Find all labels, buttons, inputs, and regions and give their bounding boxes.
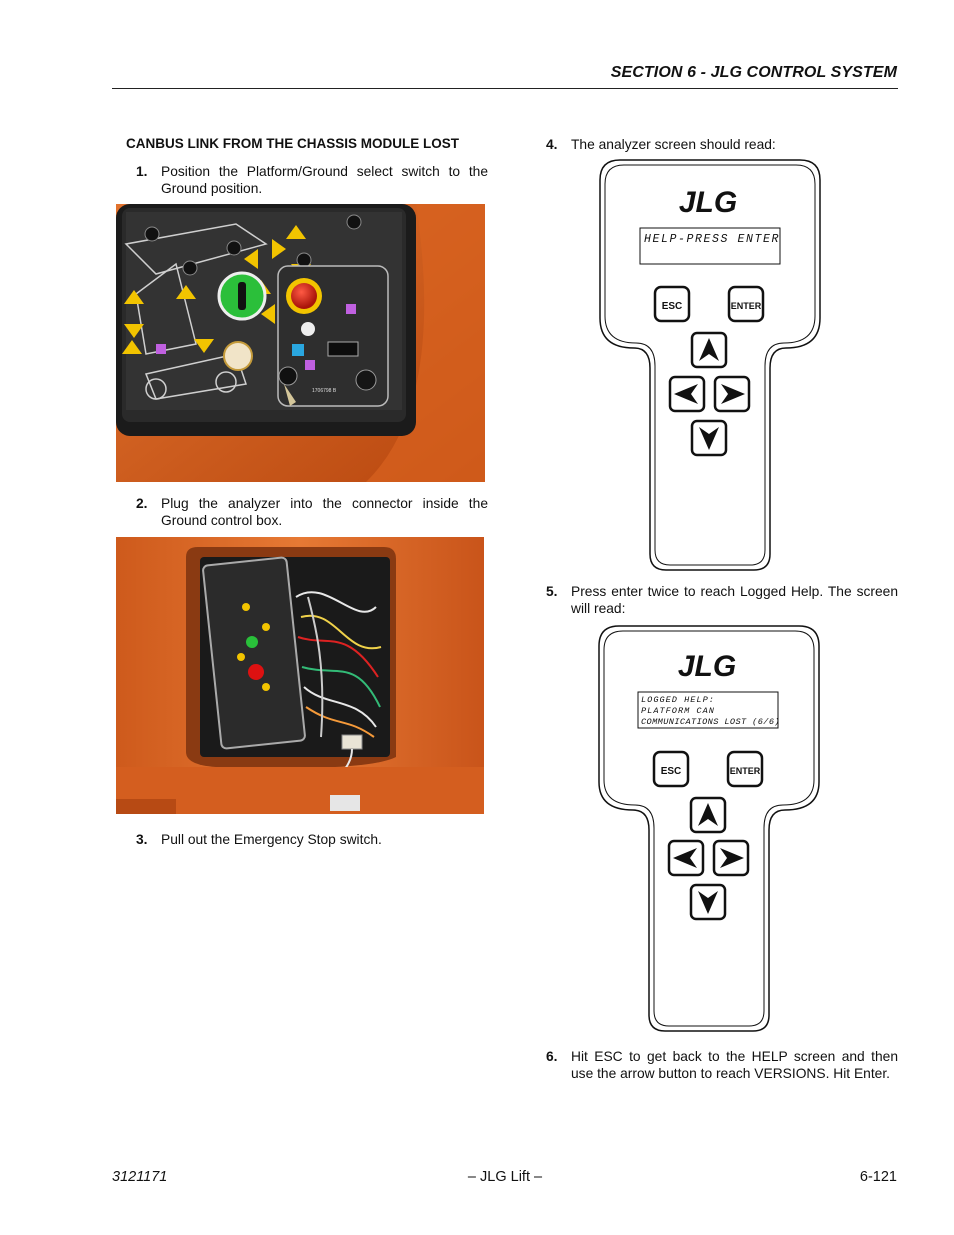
panel-part-label: 1706798 B: [312, 388, 337, 394]
arrow-down-button[interactable]: [689, 883, 727, 921]
analyzer-device-2: JLG LOGGED HELP: PLATFORM CAN COMMUNICAT…: [597, 624, 821, 1033]
arrow-right-button[interactable]: [713, 375, 751, 413]
step-text: Press enter twice to reach Logged Help. …: [571, 584, 898, 616]
analyzer-screen-line: HELP-PRESS ENTER: [644, 233, 780, 246]
step-number: 6.: [546, 1049, 558, 1064]
esc-button[interactable]: ESC: [652, 750, 690, 788]
page-number: 6-121: [859, 1169, 897, 1185]
arrow-right-icon: [720, 848, 744, 868]
analyzer-outline: JLG LOGGED HELP: PLATFORM CAN COMMUNICAT…: [598, 625, 820, 1032]
step-number: 5.: [546, 584, 558, 599]
arrow-down-icon: [698, 891, 718, 914]
arrow-left-icon: [674, 384, 698, 404]
arrow-right-button[interactable]: [712, 839, 750, 877]
analyzer-device-1: JLG HELP-PRESS ENTER ESC ENTER: [598, 158, 822, 572]
step-number: 2.: [136, 496, 148, 511]
enter-label: ENTER: [731, 301, 762, 311]
step-number: 3.: [136, 832, 148, 847]
enter-button[interactable]: ENTER: [726, 750, 764, 788]
arrow-down-icon: [699, 427, 719, 450]
arrow-down-button[interactable]: [690, 419, 728, 457]
analyzer-outline: JLG HELP-PRESS ENTER ESC ENTER: [599, 159, 821, 571]
esc-label: ESC: [662, 301, 683, 312]
arrow-right-icon: [721, 384, 745, 404]
step-text: The analyzer screen should read:: [571, 137, 776, 152]
panel-illustration: 1706798 B: [116, 204, 485, 482]
arrow-up-icon: [699, 338, 719, 361]
analyzer-screen-line: PLATFORM CAN: [641, 706, 715, 716]
subheading: CANBUS LINK FROM THE CHASSIS MODULE LOST: [126, 136, 459, 151]
esc-label: ESC: [661, 766, 682, 777]
enter-label: ENTER: [730, 766, 761, 776]
arrow-left-icon: [673, 848, 697, 868]
step-text: Pull out the Emergency Stop switch.: [161, 832, 382, 847]
arrow-left-button[interactable]: [667, 839, 705, 877]
section-title: SECTION 6 - JLG CONTROL SYSTEM: [610, 64, 897, 81]
step-number: 1.: [136, 164, 148, 179]
control-box-illustration: [116, 537, 484, 814]
analyzer-screen-line: LOGGED HELP:: [641, 695, 715, 705]
step-number: 4.: [546, 137, 558, 152]
arrow-up-button[interactable]: [689, 796, 727, 834]
jlg-logo: JLG: [678, 650, 736, 683]
ground-control-panel-photo: 1706798 B: [116, 204, 485, 482]
header-divider: [112, 88, 898, 89]
open-control-box-photo: [116, 537, 484, 814]
step-text: Position the Platform/Ground select swit…: [161, 164, 488, 196]
arrow-left-button[interactable]: [668, 375, 706, 413]
step-text: Hit ESC to get back to the HELP screen a…: [571, 1049, 898, 1081]
arrow-up-button[interactable]: [690, 331, 728, 369]
jlg-logo: JLG: [679, 186, 737, 219]
step-text: Plug the analyzer into the connector ins…: [161, 496, 488, 528]
analyzer-screen-line: COMMUNICATIONS LOST (6/6): [641, 717, 780, 727]
doc-number: 3121171: [112, 1169, 168, 1185]
footer-center-text: – JLG Lift –: [467, 1169, 543, 1185]
enter-button[interactable]: ENTER: [727, 285, 765, 323]
arrow-up-icon: [698, 803, 718, 826]
esc-button[interactable]: ESC: [653, 285, 691, 323]
